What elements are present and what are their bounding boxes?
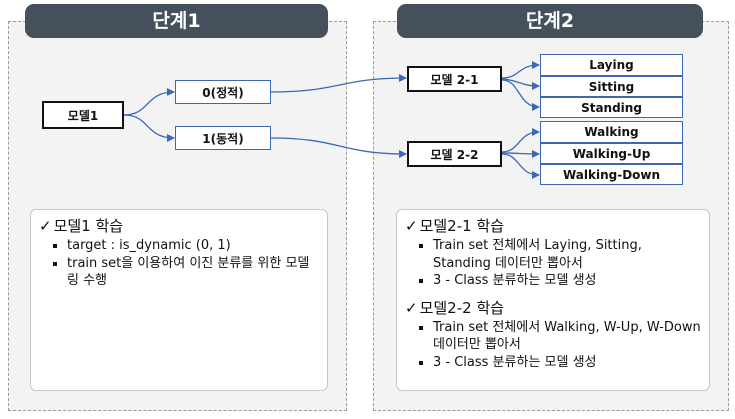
class-label-walking-up: Walking-Up xyxy=(572,146,651,161)
wire-model22-to-walkingup xyxy=(501,149,540,158)
check-icon: ✓ xyxy=(39,217,52,235)
bullet-item: 3 - Class 분류하는 모델 생성 xyxy=(405,272,701,290)
dynamic-branch-label: 1(동적) xyxy=(202,131,244,146)
wire-model1-to-dynamic xyxy=(123,114,175,142)
wire-static-to-model21 xyxy=(270,74,407,93)
stage2-tab: 단계2 xyxy=(397,4,703,38)
class-box-laying: Laying xyxy=(540,54,683,76)
wire-model22-to-walkingdown xyxy=(501,153,540,179)
class-box-standing: Standing xyxy=(540,97,683,118)
model22-label: 모델 2-2 xyxy=(430,147,479,162)
stage2-description-card: ✓모델2-1 학습 Train set 전체에서 Laying, Sitting… xyxy=(396,209,710,391)
stage1-bullet-list: target : is_dynamic (0, 1) train set을 이용… xyxy=(39,237,319,290)
stage1-description-card: ✓모델1 학습 target : is_dynamic (0, 1) train… xyxy=(30,209,328,391)
stage1-card-title-text: 모델1 학습 xyxy=(53,217,124,235)
model1-box: 모델1 xyxy=(42,101,124,129)
stage1-tab: 단계1 xyxy=(25,4,328,38)
model21-box: 모델 2-1 xyxy=(407,66,502,92)
bullet-item: target : is_dynamic (0, 1) xyxy=(39,237,319,255)
stage2-bullet-list-a: Train set 전체에서 Laying, Sitting, Standing… xyxy=(405,237,701,290)
model1-label: 모델1 xyxy=(67,108,99,123)
static-branch-box: 0(정적) xyxy=(175,80,271,104)
static-branch-label: 0(정적) xyxy=(202,85,244,100)
class-label-standing: Standing xyxy=(581,100,642,115)
wire-model1-to-static xyxy=(123,88,175,116)
class-label-walking: Walking xyxy=(584,125,639,139)
bullet-item: 3 - Class 분류하는 모델 생성 xyxy=(405,354,701,372)
wire-model21-to-sitting xyxy=(501,78,540,90)
wire-dynamic-to-model22 xyxy=(270,137,407,158)
class-label-sitting: Sitting xyxy=(588,79,635,94)
class-label-laying: Laying xyxy=(589,58,634,72)
bullet-item: train set을 이용하여 이진 분류를 위한 모델링 수행 xyxy=(39,255,319,290)
stage2-card-title-b-text: 모델2-2 학습 xyxy=(419,298,505,317)
model22-box: 모델 2-2 xyxy=(407,141,502,167)
dynamic-branch-box: 1(동적) xyxy=(175,126,271,150)
bullet-item: Train set 전체에서 Laying, Sitting, Standing… xyxy=(405,237,701,272)
class-box-walking-down: Walking-Down xyxy=(540,164,683,185)
check-icon: ✓ xyxy=(405,298,418,317)
wire-model21-to-standing xyxy=(501,79,540,111)
stage2-card-title-a-text: 모델2-1 학습 xyxy=(419,217,505,235)
check-icon: ✓ xyxy=(405,217,418,235)
class-label-walking-down: Walking-Down xyxy=(562,167,661,182)
stage2-card-title-a: ✓모델2-1 학습 xyxy=(405,216,701,236)
class-box-sitting: Sitting xyxy=(540,76,683,97)
stage2-bullet-list-b: Train set 전체에서 Walking, W-Up, W-Down 데이터… xyxy=(405,319,701,372)
class-box-walking: Walking xyxy=(540,121,683,143)
stage1-card-title: ✓모델1 학습 xyxy=(39,216,319,236)
bullet-item: Train set 전체에서 Walking, W-Up, W-Down 데이터… xyxy=(405,319,701,354)
class-box-walking-up: Walking-Up xyxy=(540,143,683,164)
wire-model21-to-laying xyxy=(501,61,540,79)
stage2-card-title-b: ✓모델2-2 학습 xyxy=(405,298,701,318)
wire-model22-to-walking xyxy=(501,128,540,153)
model21-label: 모델 2-1 xyxy=(430,72,479,87)
